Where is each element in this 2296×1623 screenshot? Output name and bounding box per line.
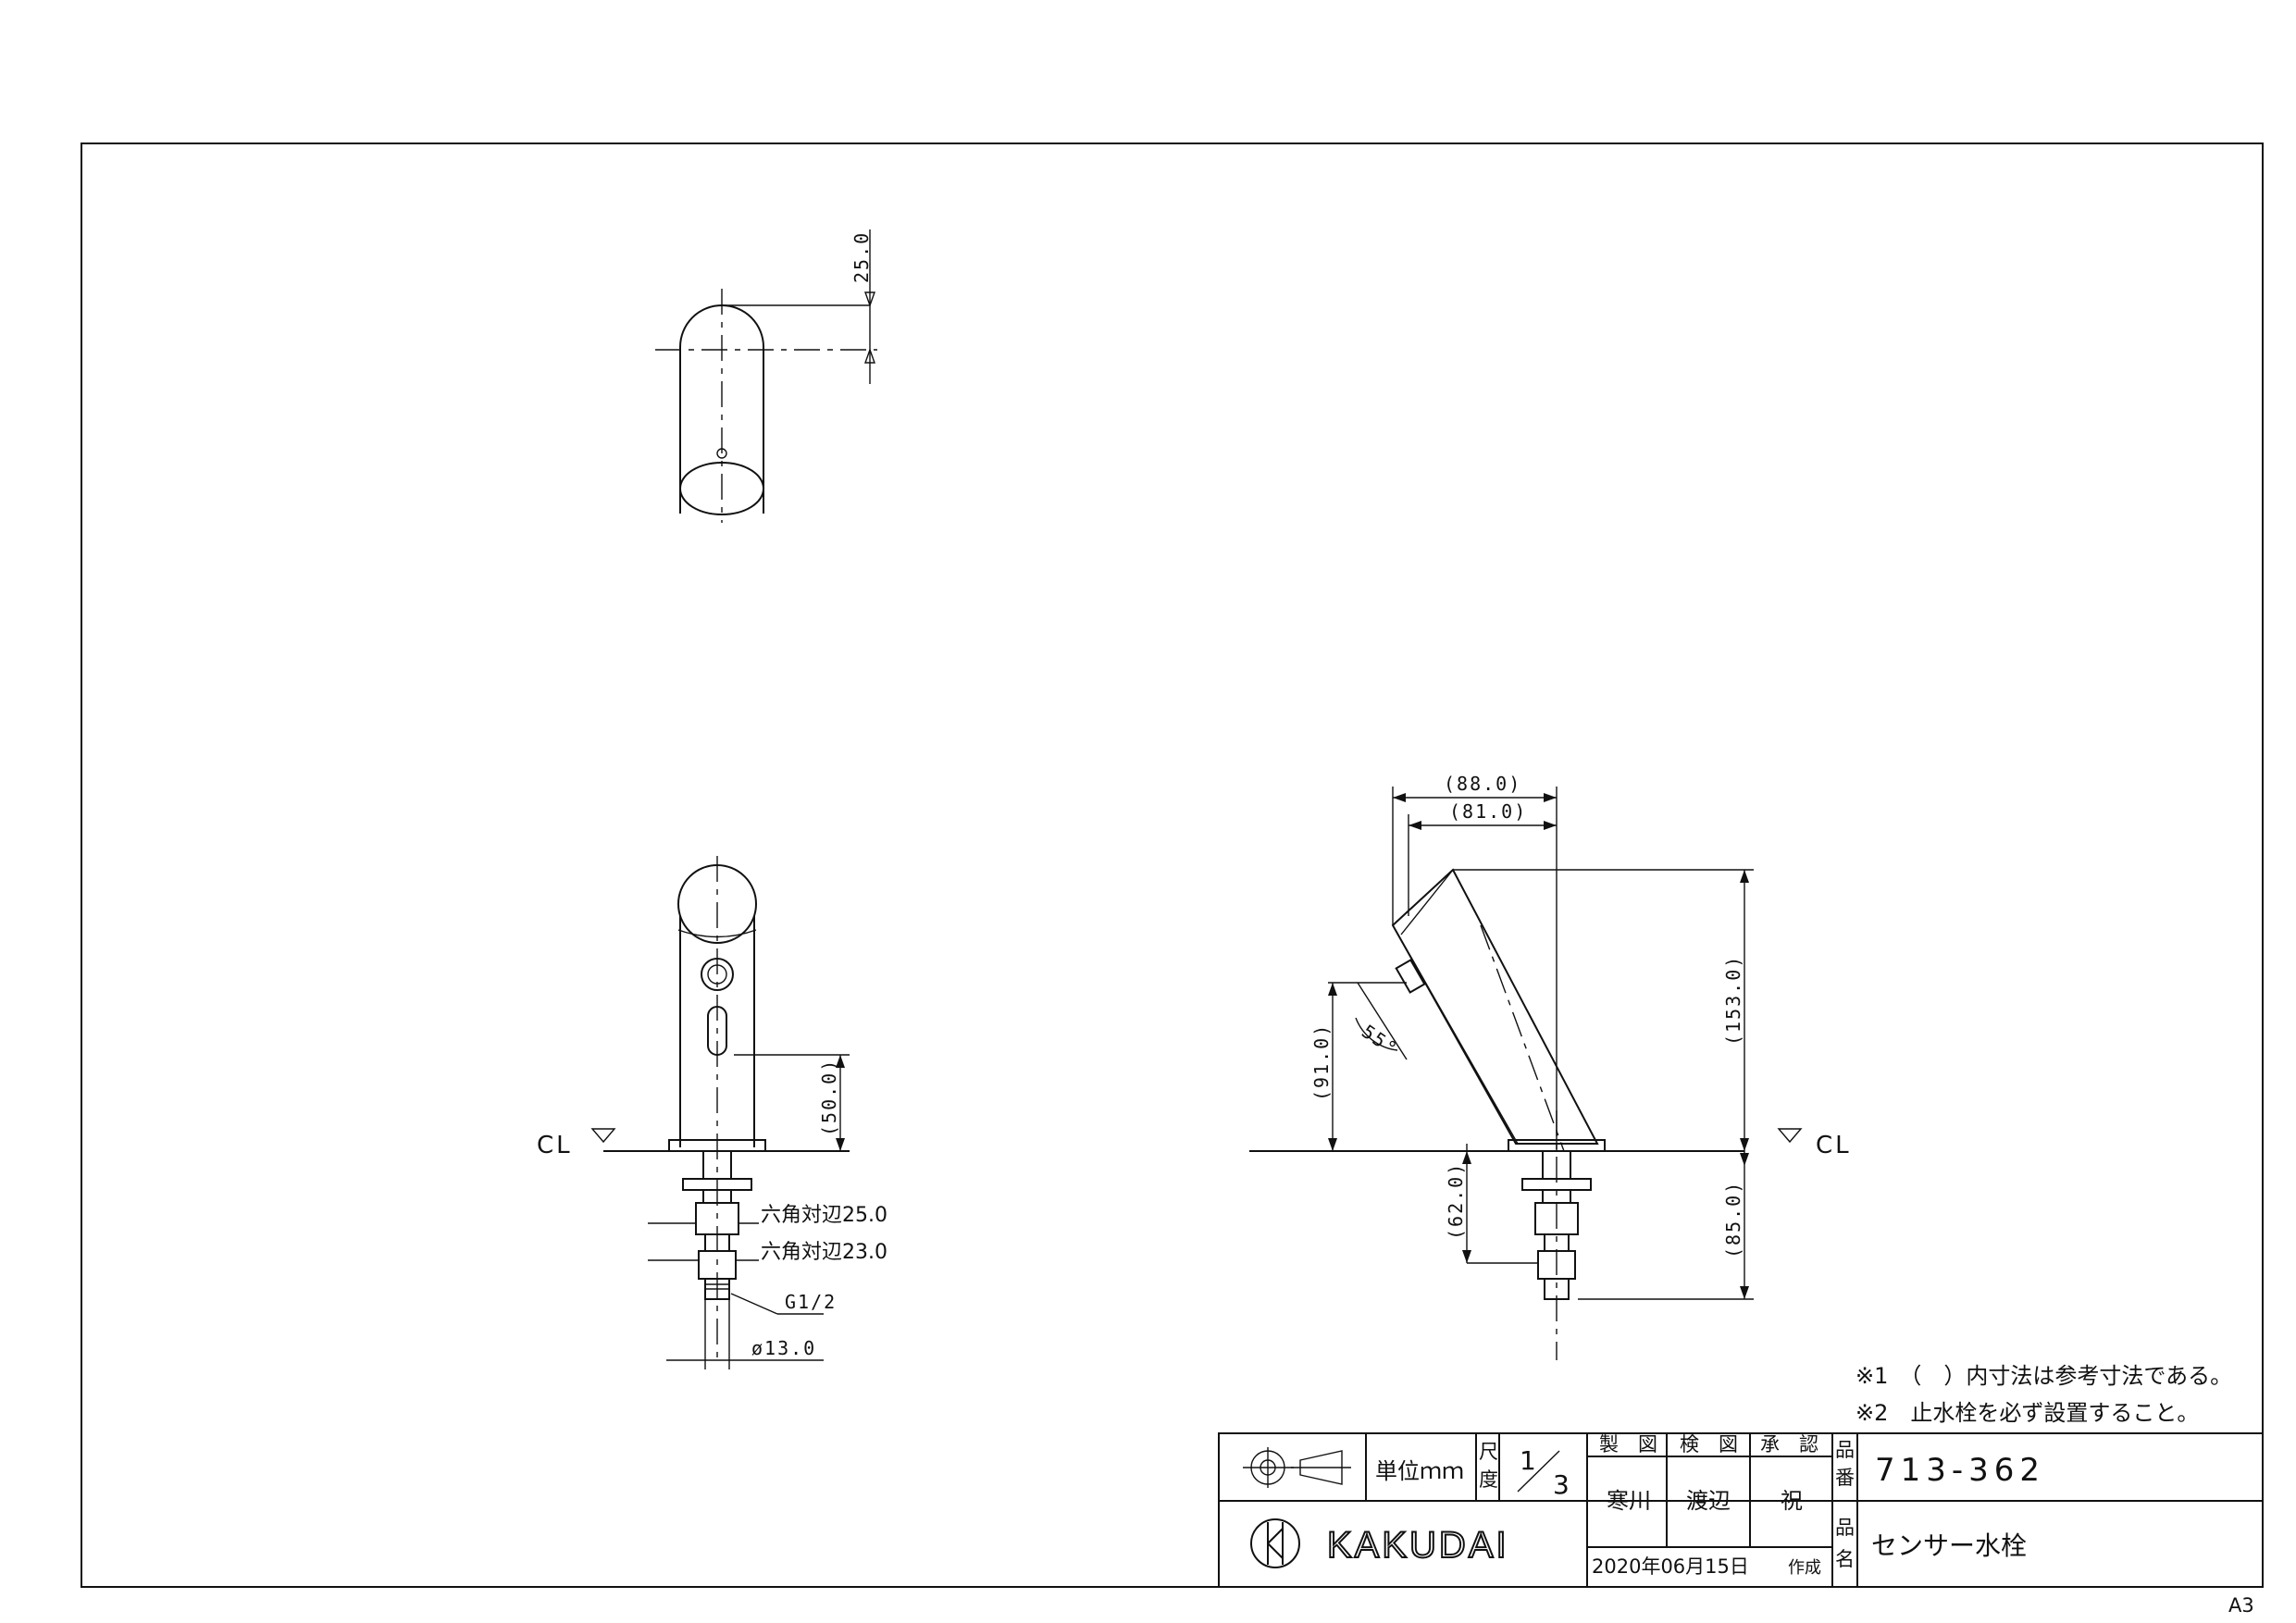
note-2: ※2 止水栓を必ず設置すること。 (1855, 1400, 2199, 1426)
part-no-label-1: 品 (1835, 1439, 1855, 1461)
angle-55: 55° (1358, 1020, 1402, 1060)
top-dim-text: 25.0 (850, 231, 873, 283)
projection-symbol (1243, 1447, 1351, 1488)
dim-88: (88.0) (1444, 773, 1521, 795)
front-cl-label: CL (537, 1132, 573, 1159)
side-view: CL (88.0) (81.0) (153.0) (91. (1249, 773, 1852, 1360)
checked-label: 検 図 (1680, 1433, 1738, 1456)
front-dim-50: (50.0) (818, 1059, 840, 1136)
front-view: CL (50.0) 六角対辺25.0 六角対辺23.0 G1/2 ø13.0 (537, 856, 887, 1369)
dim-85: (85.0) (1722, 1181, 1744, 1258)
scale-numerator: 1 (1520, 1445, 1542, 1476)
thread-label: G1/2 (785, 1291, 837, 1313)
checked-by: 渡辺 (1686, 1488, 1731, 1514)
part-no-label-2: 番 (1835, 1467, 1855, 1489)
sheet-size: A3 (2228, 1594, 2254, 1617)
unit-label: 単位ｍｍ (1375, 1458, 1464, 1484)
dim-62: (62.0) (1445, 1162, 1467, 1240)
title-block: 単位ｍｍ 尺 度 1 3 製 図 検 図 承 認 寒川 渡辺 祝 2020年06… (1218, 1432, 2264, 1588)
approved-label: 承 認 (1760, 1433, 1818, 1456)
note-1: ※1 （ ）内寸法は参考寸法である。 (1855, 1363, 2232, 1389)
drawn-by: 寒川 (1607, 1488, 1651, 1514)
hex-lower-label: 六角対辺23.0 (761, 1241, 887, 1264)
kakudai-logo: KAKUDAI (1250, 1518, 1509, 1568)
dim-81: (81.0) (1449, 800, 1527, 823)
part-name-label-2: 名 (1835, 1548, 1855, 1570)
scale-label-2: 度 (1479, 1468, 1498, 1491)
brand-name: KAKUDAI (1327, 1525, 1509, 1566)
dim-153: (153.0) (1722, 955, 1744, 1046)
diameter-label: ø13.0 (751, 1337, 816, 1359)
hex-upper-label: 六角対辺25.0 (761, 1204, 887, 1227)
scale-denominator: 3 (1553, 1469, 1575, 1500)
approved-by: 祝 (1781, 1488, 1803, 1514)
side-cl-label: CL (1816, 1132, 1852, 1159)
part-name-label-1: 品 (1835, 1517, 1855, 1539)
drawn-label: 製 図 (1599, 1433, 1657, 1456)
created-date: 2020年06月15日 (1592, 1555, 1749, 1578)
dim-91: (91.0) (1310, 1023, 1333, 1101)
part-name: センサー水栓 (1871, 1530, 2027, 1561)
top-view: 25.0 (655, 229, 877, 523)
created-label: 作成 (1788, 1558, 1821, 1578)
part-number: 713-362 (1875, 1452, 2045, 1489)
scale-label-1: 尺 (1479, 1441, 1498, 1463)
sheet-border (81, 142, 2264, 1588)
